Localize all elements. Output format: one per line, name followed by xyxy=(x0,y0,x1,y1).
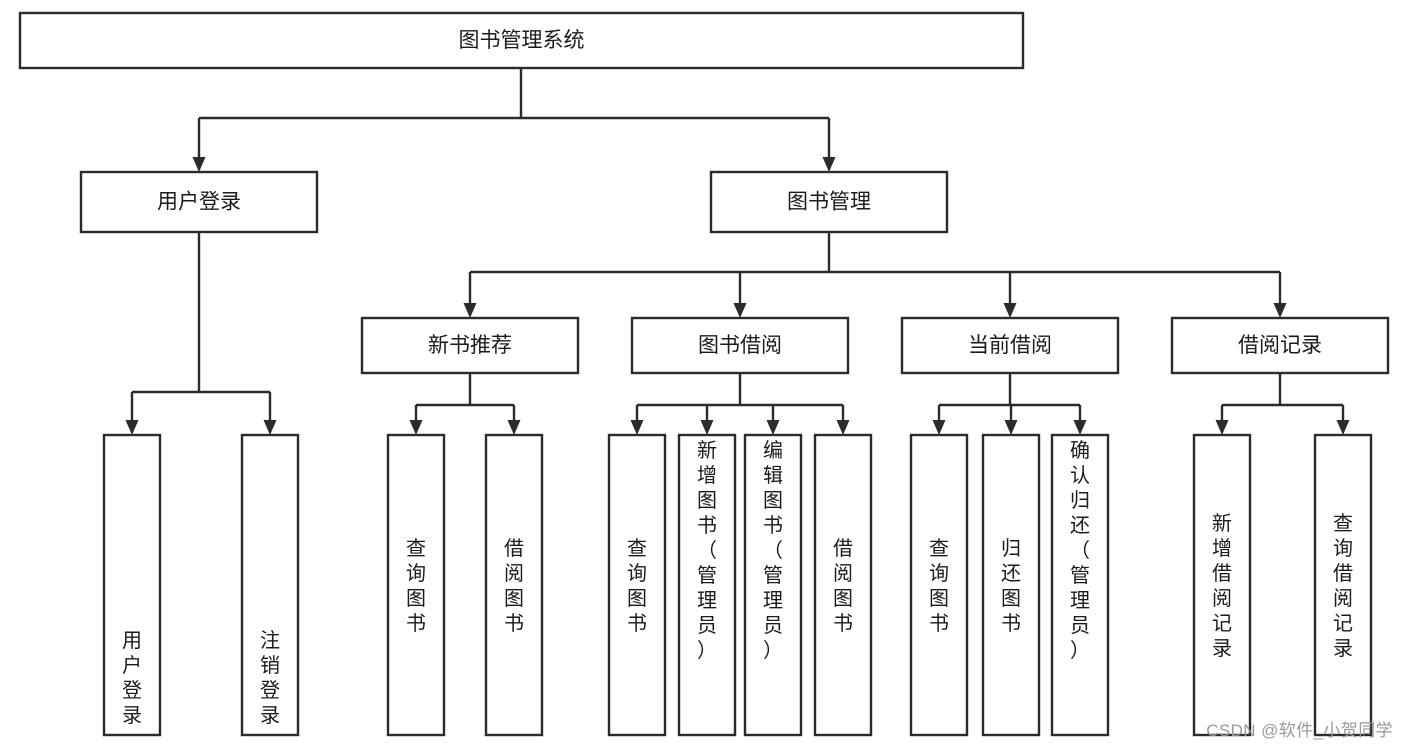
connector-group-图书管理系统 xyxy=(192,68,836,172)
node-box[interactable] xyxy=(1050,433,1110,737)
node-box[interactable] xyxy=(240,433,300,737)
node-label: 当前借阅 xyxy=(968,334,1052,357)
node-box[interactable] xyxy=(484,433,544,737)
arrow-head-icon xyxy=(1336,420,1350,435)
node-label: 图书管理 xyxy=(787,191,871,214)
arrow-head-icon xyxy=(1215,420,1229,435)
node-box[interactable] xyxy=(102,433,162,737)
node-label: 确认归还（管理员） xyxy=(1070,439,1090,662)
arrow-head-icon xyxy=(733,303,747,318)
arrow-head-icon xyxy=(125,420,139,435)
node-label: 查询图书 xyxy=(406,537,426,635)
node-box[interactable] xyxy=(360,316,580,375)
leaf-node-编辑图书管理员[interactable]: 编辑图书（管理员） xyxy=(743,433,803,737)
arrow-head-icon xyxy=(507,420,521,435)
node-box[interactable] xyxy=(1192,433,1252,737)
node-label: 新增图书（管理员） xyxy=(697,439,717,662)
leaf-node-查询图书[interactable]: 查询图书 xyxy=(909,433,969,737)
node-label: 图书管理系统 xyxy=(459,29,585,52)
node-label: 用户登录 xyxy=(122,630,142,727)
level3-node-新书推荐[interactable]: 新书推荐 xyxy=(360,316,580,375)
leaf-node-查询借阅记录[interactable]: 查询借阅记录 xyxy=(1313,433,1373,737)
connector-group-当前借阅 xyxy=(932,373,1087,435)
node-box[interactable] xyxy=(677,433,737,737)
connector-layer xyxy=(125,68,1350,435)
arrow-head-icon xyxy=(1003,303,1017,318)
arrow-head-icon xyxy=(822,157,836,172)
level3-node-图书借阅[interactable]: 图书借阅 xyxy=(630,316,850,375)
connector-group-图书借阅 xyxy=(630,373,850,435)
arrow-head-icon xyxy=(1073,420,1087,435)
node-box[interactable] xyxy=(709,170,949,234)
node-box[interactable] xyxy=(743,433,803,737)
arrow-head-icon xyxy=(192,157,206,172)
arrow-head-icon xyxy=(836,420,850,435)
node-box[interactable] xyxy=(630,316,850,375)
node-label: 借阅记录 xyxy=(1238,334,1322,357)
leaf-node-借阅图书[interactable]: 借阅图书 xyxy=(484,433,544,737)
node-layer: 图书管理系统用户登录图书管理新书推荐图书借阅当前借阅借阅记录用户登录注销登录查询… xyxy=(18,11,1390,737)
node-box[interactable] xyxy=(909,433,969,737)
node-label: 新增借阅记录 xyxy=(1212,512,1232,660)
node-label: 查询借阅记录 xyxy=(1333,512,1353,660)
leaf-node-查询图书[interactable]: 查询图书 xyxy=(386,433,446,737)
node-label: 查询图书 xyxy=(929,537,949,635)
node-box[interactable] xyxy=(981,433,1041,737)
connector-group-借阅记录 xyxy=(1215,373,1350,435)
connector-group-图书管理 xyxy=(463,232,1287,318)
arrow-head-icon xyxy=(1273,303,1287,318)
level3-node-当前借阅[interactable]: 当前借阅 xyxy=(900,316,1120,375)
node-box[interactable] xyxy=(386,433,446,737)
arrow-head-icon xyxy=(463,303,477,318)
leaf-node-新增图书管理员[interactable]: 新增图书（管理员） xyxy=(677,433,737,737)
node-box[interactable] xyxy=(18,11,1025,70)
node-box[interactable] xyxy=(1313,433,1373,737)
node-label: 图书借阅 xyxy=(698,334,782,357)
node-label: 注销登录 xyxy=(260,629,280,727)
node-label: 查询图书 xyxy=(627,537,647,635)
level3-node-借阅记录[interactable]: 借阅记录 xyxy=(1170,316,1390,375)
root-node-图书管理系统[interactable]: 图书管理系统 xyxy=(18,11,1025,70)
arrow-head-icon xyxy=(630,420,644,435)
leaf-node-新增借阅记录[interactable]: 新增借阅记录 xyxy=(1192,433,1252,737)
leaf-node-用户登录[interactable]: 用户登录 xyxy=(102,433,162,737)
arrow-head-icon xyxy=(766,420,780,435)
node-label: 用户登录 xyxy=(157,191,241,214)
connector-group-新书推荐 xyxy=(409,373,521,435)
leaf-node-查询图书[interactable]: 查询图书 xyxy=(607,433,667,737)
node-label: 借阅图书 xyxy=(504,537,524,635)
leaf-node-借阅图书[interactable]: 借阅图书 xyxy=(813,433,873,737)
node-label: 新书推荐 xyxy=(428,334,512,357)
leaf-node-注销登录[interactable]: 注销登录 xyxy=(240,433,300,737)
connector-group-用户登录 xyxy=(125,232,277,435)
level2-node-用户登录[interactable]: 用户登录 xyxy=(79,170,319,234)
leaf-node-确认归还管理员[interactable]: 确认归还（管理员） xyxy=(1050,433,1110,737)
node-box[interactable] xyxy=(900,316,1120,375)
leaf-node-归还图书[interactable]: 归还图书 xyxy=(981,433,1041,737)
arrow-head-icon xyxy=(409,420,423,435)
level2-node-图书管理[interactable]: 图书管理 xyxy=(709,170,949,234)
arrow-head-icon xyxy=(1004,420,1018,435)
arrow-head-icon xyxy=(263,420,277,435)
node-box[interactable] xyxy=(1170,316,1390,375)
node-label: 借阅图书 xyxy=(833,537,853,635)
arrow-head-icon xyxy=(700,420,714,435)
node-label: 归还图书 xyxy=(1001,537,1021,635)
node-label: 编辑图书（管理员） xyxy=(763,439,783,662)
node-box[interactable] xyxy=(607,433,667,737)
node-box[interactable] xyxy=(813,433,873,737)
node-box[interactable] xyxy=(79,170,319,234)
arrow-head-icon xyxy=(932,420,946,435)
